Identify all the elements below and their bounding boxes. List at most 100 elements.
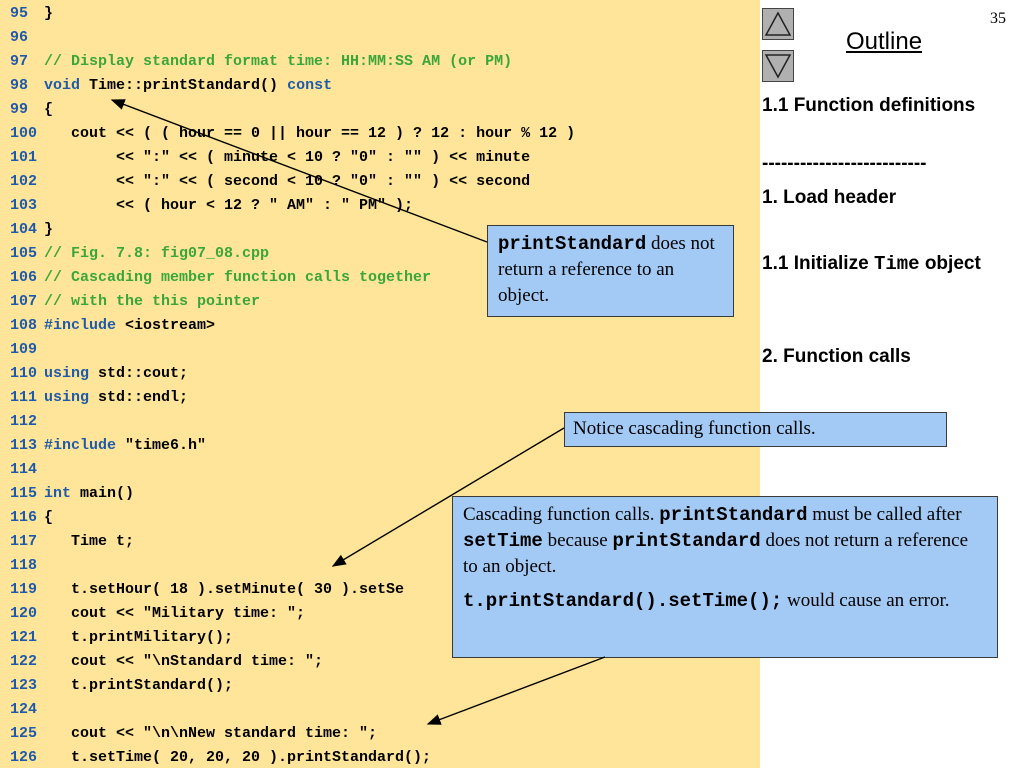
code-text: t.printMilitary(); [44,626,233,650]
code-token: Time::printStandard() [80,77,288,94]
code-text: { [44,506,53,530]
code-token: cout << "Military time: "; [44,605,306,622]
line-number: 123 [10,677,38,694]
code-text: } [44,2,53,26]
code-token: "time6.h" [116,437,207,454]
code-token: << ":" << ( second < 10 ? "0" : "" ) << … [44,173,531,190]
line-number: 102 [10,173,38,190]
line-number: 120 [10,605,38,622]
line-number: 117 [10,533,38,550]
page-number: 35 [990,10,1006,27]
code-token: { [44,101,54,118]
outline-item-code: Time [873,253,920,275]
line-number: 101 [10,149,38,166]
code-text: { [44,98,53,122]
code-comment: // Fig. 7.8: fig07_08.cpp [44,245,270,262]
triangle-down-icon [764,54,792,79]
code-keyword: const [287,77,333,94]
code-token: } [44,5,54,22]
code-comment: // Display standard format time: HH:MM:S… [44,53,513,70]
callout-cascading-calls: Notice cascading function calls. [564,412,947,447]
callout-cascading-order: Cascading function calls. printStandard … [452,496,998,658]
callout-code: printStandard [612,530,761,552]
code-text: Time t; [44,530,134,554]
code-text: // Fig. 7.8: fig07_08.cpp [44,242,269,266]
code-token: cout << ( ( hour == 0 || hour == 12 ) ? … [44,125,576,142]
line-number: 126 [10,749,38,766]
code-text: // with the this pointer [44,290,260,314]
line-number: 99 [10,101,29,118]
code-token: std::cout; [89,365,189,382]
code-text: << ":" << ( second < 10 ? "0" : "" ) << … [44,170,530,194]
line-number: 109 [10,341,38,358]
callout-code: t.printStandard().setTime(); [463,590,783,612]
code-text: t.printStandard(); [44,674,233,698]
line-number: 116 [10,509,38,526]
callout-code: setTime [463,530,543,552]
callout-text: does not return a reference to an object… [463,530,969,577]
line-number: 98 [10,77,29,94]
arrow-to-printstandard-definition [110,99,488,243]
line-number: 111 [10,389,38,406]
code-keyword: using [44,389,90,406]
callout-paragraph: t.printStandard().setTime(); would cause… [463,588,987,614]
callout-paragraph: Cascading function calls. printStandard … [463,502,987,580]
line-number: 115 [10,485,38,502]
code-text: << ( hour < 12 ? " AM" : " PM" ); [44,194,413,218]
line-number: 125 [10,725,38,742]
code-keyword: void [44,77,81,94]
code-text: t.setHour( 18 ).setMinute( 30 ).setSe [44,578,404,602]
line-number: 122 [10,653,38,670]
code-token: cout << "\n\nNew standard time: "; [44,725,378,742]
code-comment: // Cascading member function calls toget… [44,269,432,286]
code-text: } [44,218,53,242]
outline-item-text: 1.1 Initialize [762,253,874,274]
callout-text: must be called after [807,504,962,525]
code-keyword: using [44,365,90,382]
code-text: t.setTime( 20, 20, 20 ).printStandard(); [44,746,431,770]
code-token: } [44,221,54,238]
outline-item-load-header: 1. Load header [762,187,897,208]
code-token: t.setHour( 18 ).setMinute( 30 ).setSe [44,581,405,598]
code-token: std::endl; [89,389,189,406]
next-slide-button[interactable] [762,50,794,82]
callout-text: Cascading function calls. [463,504,660,525]
previous-slide-button[interactable] [762,8,794,40]
line-number: 103 [10,197,38,214]
line-number: 104 [10,221,38,238]
line-number: 106 [10,269,38,286]
line-number: 107 [10,293,38,310]
code-text: cout << "\n\nNew standard time: "; [44,722,377,746]
line-number: 113 [10,437,38,454]
outline-title: Outline [846,28,923,55]
line-number: 100 [10,125,38,142]
code-token: << ":" << ( minute < 10 ? "0" : "" ) << … [44,149,531,166]
code-text: cout << "Military time: "; [44,602,305,626]
triangle-up-icon [764,11,792,36]
code-text: void Time::printStandard() const [44,74,332,98]
code-keyword: #include [44,437,117,454]
code-text: // Cascading member function calls toget… [44,266,431,290]
code-text: #include <iostream> [44,314,215,338]
code-keyword: #include [44,317,117,334]
outline-separator: -------------------------- [762,153,927,174]
code-keyword: int [44,485,72,502]
code-token: <iostream> [116,317,216,334]
outline-item-text: object [919,253,981,274]
arrow-to-cascading-call [331,427,565,567]
code-text: using std::endl; [44,386,188,410]
line-number: 114 [10,461,38,478]
callout-printstandard-no-reference: printStandard does not return a referenc… [487,225,734,317]
outline-item-function-definitions: 1.1 Function definitions [762,95,976,116]
code-comment: // with the this pointer [44,293,261,310]
outline-item-initialize-time: 1.1 Initialize Time object [762,250,1012,278]
callout-code: printStandard [498,233,647,255]
line-number: 124 [10,701,38,718]
line-number: 110 [10,365,38,382]
line-number: 97 [10,53,29,70]
code-text: using std::cout; [44,362,188,386]
callout-text: would cause an error. [782,590,950,611]
code-token: main() [71,485,135,502]
